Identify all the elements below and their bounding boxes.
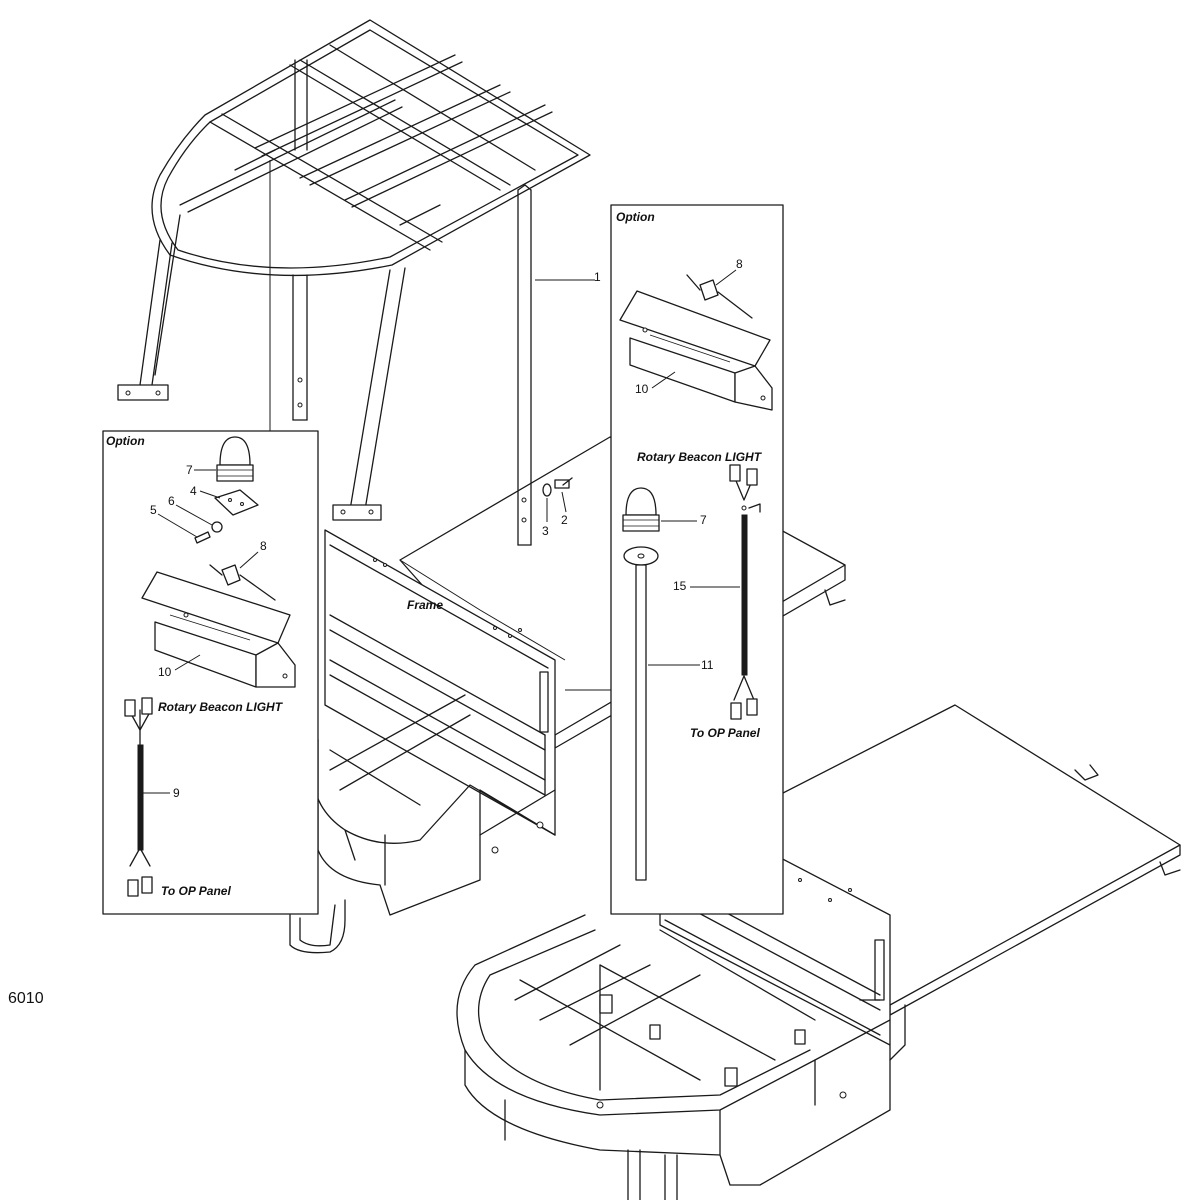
beacon-label-right: Rotary Beacon LIGHT — [637, 450, 763, 464]
beacon-label-left: Rotary Beacon LIGHT — [158, 700, 284, 714]
callout-6: 6 — [168, 494, 175, 508]
option-right-label: Option — [616, 210, 655, 224]
callout-8-right: 8 — [736, 257, 743, 271]
callout-2: 2 — [561, 513, 568, 527]
callout-3: 3 — [542, 524, 549, 538]
option-left-label: Option — [106, 434, 145, 448]
callout-9: 9 — [173, 786, 180, 800]
callout-8-left: 8 — [260, 539, 267, 553]
callout-5: 5 — [150, 503, 157, 517]
main-frame-lower — [456, 704, 1181, 1200]
canopy-frame — [117, 19, 591, 546]
callout-4: 4 — [190, 484, 197, 498]
frame-label: Frame — [407, 598, 443, 612]
callout-1: 1 — [594, 270, 601, 284]
to-op-label-left: To OP Panel — [161, 884, 231, 898]
option-box-right — [610, 204, 784, 915]
callout-11: 11 — [701, 658, 714, 672]
callout-7-left: 7 — [186, 463, 193, 477]
callout-10-left: 10 — [158, 665, 172, 679]
callout-15: 15 — [673, 579, 687, 593]
bolt-washer-2-3 — [542, 477, 573, 497]
option-box-left — [102, 430, 319, 915]
callout-10-right: 10 — [635, 382, 649, 396]
callout-7-right: 7 — [700, 513, 707, 527]
figure-code: 6010 — [8, 990, 44, 1007]
to-op-label-right: To OP Panel — [690, 726, 760, 740]
